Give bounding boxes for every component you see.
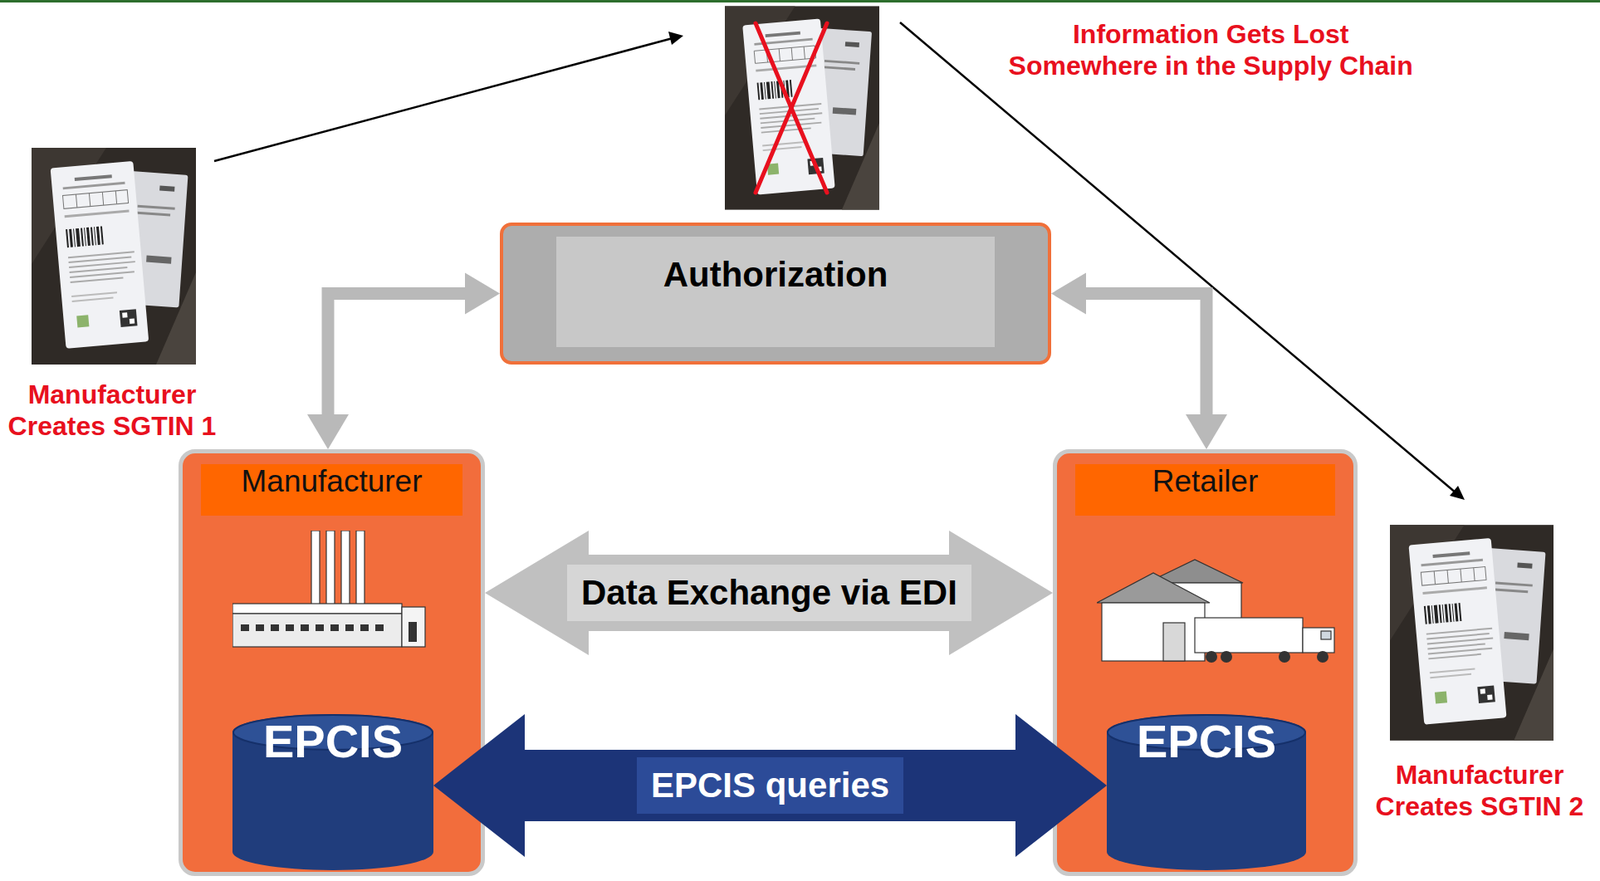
note-holder: Manufacturer Creates SGTIN 2: [1366, 758, 1593, 823]
arrow-shape: [464, 273, 500, 315]
database-cylinder: EPCIS: [1106, 714, 1307, 871]
tag-photo: [31, 147, 196, 365]
box-header: Retailer: [1075, 464, 1336, 516]
party-box: ManufacturerEPCIS: [178, 449, 485, 876]
factory-icon: [330, 624, 339, 632]
warehouse-icon: [1205, 650, 1329, 663]
authorization-box: Authorization: [499, 222, 1052, 365]
flow-arrow: [668, 31, 684, 45]
factory-icon: [232, 530, 426, 647]
warehouse-icon: [1101, 602, 1205, 661]
cross-mark: [755, 23, 827, 193]
party-box: RetailerEPCIS: [1052, 449, 1358, 876]
factory-icon: [375, 624, 384, 632]
warehouse-icon: [1205, 650, 1218, 663]
arrow-shape: [1051, 273, 1087, 315]
database-name: EPCIS: [1106, 714, 1307, 871]
callout-note: Manufacturer Creates SGTIN 2: [1366, 758, 1593, 823]
callout-note: Information Gets Lost Somewhere in the S…: [1002, 18, 1419, 82]
note-holder: Manufacturer Creates SGTIN 1: [0, 378, 226, 442]
cylinder-body: [1106, 714, 1307, 871]
arrow-shape: [484, 530, 1053, 656]
tag-photo: [724, 5, 880, 210]
factory-icon: [240, 624, 250, 632]
connector-arrow: [484, 530, 1053, 656]
warehouse-icon: [1096, 559, 1335, 661]
flow-arrow: [1449, 485, 1465, 500]
warehouse-icon: [1096, 556, 1342, 669]
factory-icon: [232, 530, 429, 653]
factory-icon: [232, 613, 402, 647]
edge-label-holder: Data Exchange via EDI: [567, 564, 972, 622]
warehouse-icon: [1163, 622, 1185, 661]
connector-line: [1086, 293, 1207, 416]
factory-icon: [232, 603, 402, 614]
warehouse-icon: [1302, 627, 1335, 653]
edge-label: EPCIS queries: [636, 757, 904, 814]
arrow-shape: [433, 714, 1107, 857]
box-header: Manufacturer: [200, 464, 463, 516]
database-cylinder: EPCIS: [232, 714, 434, 871]
edge-label: Data Exchange via EDI: [567, 564, 972, 622]
warehouse-icon: [1278, 650, 1291, 663]
tag-photo: [1389, 524, 1554, 741]
arrow-shape: [1185, 414, 1228, 450]
factory-icon: [315, 624, 324, 632]
note-holder: Information Gets Lost Somewhere in the S…: [1002, 18, 1419, 82]
factory-icon: [345, 624, 354, 632]
connector-arrow: [307, 273, 500, 451]
factory-icon: [401, 606, 426, 647]
connector-arrow: [1051, 273, 1228, 451]
factory-icon: [356, 530, 365, 606]
connector-line: [327, 293, 465, 416]
factory-icon: [270, 624, 279, 632]
factory-icon: [300, 624, 309, 632]
cylinder-body: [232, 714, 434, 871]
flow-arrow: [214, 22, 1465, 500]
cross-mark: [755, 23, 827, 193]
factory-icon: [341, 530, 350, 606]
factory-icon: [311, 530, 320, 606]
cross-mark: [755, 23, 827, 193]
factory-icon: [408, 621, 417, 642]
box-title: Authorization: [556, 236, 995, 348]
factory-icon: [326, 530, 335, 606]
factory-icon: [360, 624, 369, 632]
callout-note: Manufacturer Creates SGTIN 1: [0, 378, 226, 442]
warehouse-icon: [1316, 650, 1329, 663]
arrow-shape: [307, 414, 349, 450]
connector-arrow: [433, 714, 1107, 857]
warehouse-icon: [1220, 650, 1233, 663]
flow-arrow: [214, 38, 673, 162]
top-rule: [0, 0, 1600, 3]
edge-label-holder: EPCIS queries: [636, 757, 904, 814]
database-name: EPCIS: [232, 714, 434, 871]
factory-icon: [240, 621, 417, 642]
warehouse-icon: [1321, 631, 1331, 640]
warehouse-icon: [1096, 572, 1210, 603]
factory-icon: [255, 624, 265, 632]
factory-icon: [285, 624, 294, 632]
warehouse-icon: [1194, 617, 1303, 653]
